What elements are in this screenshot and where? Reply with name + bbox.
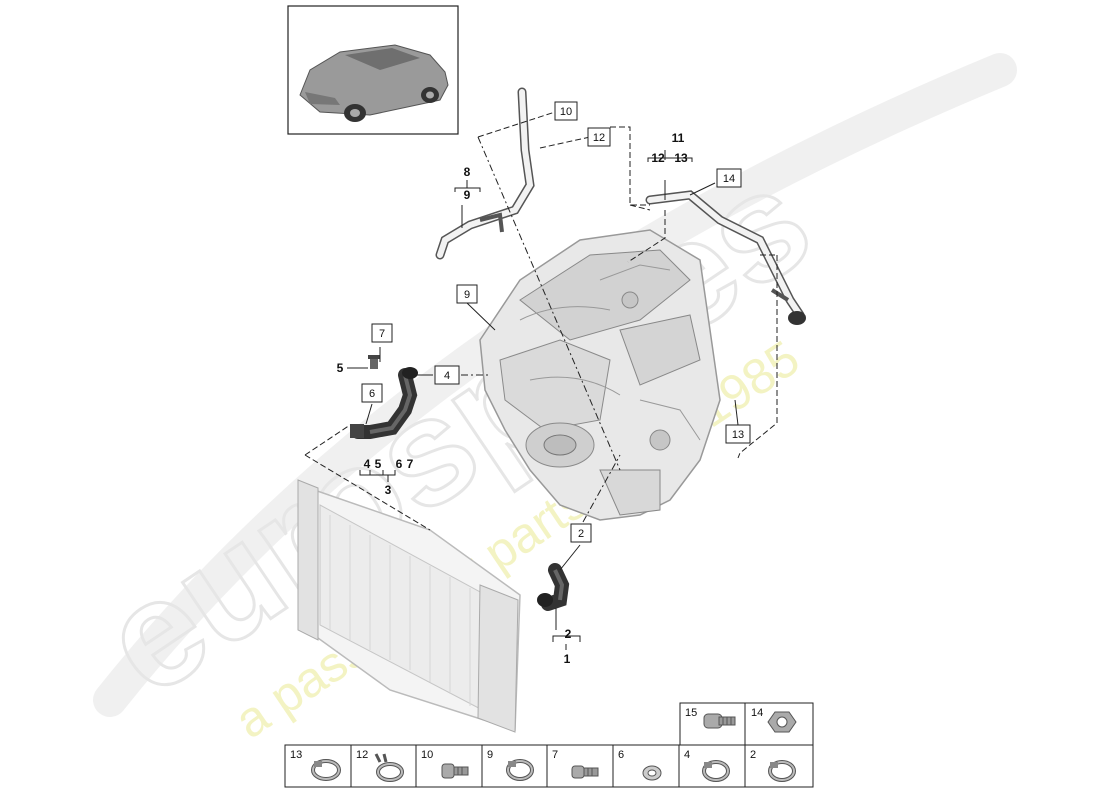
part-number-label: 10 (421, 749, 433, 761)
nut-icon (767, 711, 797, 733)
hose-clamp-icon (768, 760, 796, 782)
callout-7-label: 7 (379, 328, 385, 340)
callout-2-box[interactable]: 2 (570, 523, 592, 543)
parts-table-top-row: 15 14 (679, 702, 814, 746)
callout-12-box-label: 12 (593, 132, 605, 144)
callout-group-6[interactable]: 6 (396, 457, 403, 471)
callout-5[interactable]: 5 (337, 361, 344, 375)
callout-8[interactable]: 8 (464, 165, 471, 179)
part-cell-6[interactable]: 6 (612, 744, 680, 788)
part-cell-13[interactable]: 13 (284, 744, 352, 788)
callout-6-label: 6 (369, 388, 375, 400)
callout-2[interactable]: 2 (565, 627, 572, 641)
part-number-label: 7 (552, 749, 558, 761)
hose-clamp-icon (702, 760, 730, 782)
part-cell-10[interactable]: 10 (415, 744, 483, 788)
callouts: 10 12 14 9 7 6 4 13 (337, 101, 751, 666)
engine-block (479, 229, 721, 521)
part-cell-4[interactable]: 4 (678, 744, 746, 788)
parts-table-bottom-row: 13 12 10 (284, 744, 814, 788)
callout-13[interactable]: 13 (674, 151, 688, 165)
callout-13-box-label: 13 (732, 429, 744, 441)
callout-12-box[interactable]: 12 (587, 127, 611, 147)
part-number-label: 9 (487, 749, 493, 761)
part-number-label: 13 (290, 749, 302, 761)
part-number-label: 12 (356, 749, 368, 761)
part-number-label: 2 (750, 749, 756, 761)
car-icon (299, 44, 449, 122)
bolt-icon (571, 765, 599, 779)
hose-clamp-icon (506, 759, 534, 781)
callout-group-7[interactable]: 7 (407, 457, 414, 471)
callout-2-box-label: 2 (578, 528, 584, 540)
spring-clamp-icon (374, 753, 404, 782)
callout-1[interactable]: 1 (564, 652, 571, 666)
callout-13-box[interactable]: 13 (725, 424, 751, 444)
callout-11[interactable]: 11 (672, 131, 685, 145)
callout-14[interactable]: 14 (716, 168, 742, 188)
parts-table: 15 14 13 (284, 702, 814, 788)
callout-3[interactable]: 3 (385, 483, 392, 497)
part-cell-9[interactable]: 9 (481, 744, 548, 788)
part-number-label: 15 (685, 707, 697, 719)
part-cell-15[interactable]: 15 (679, 702, 746, 746)
washer-icon (642, 765, 662, 781)
callout-4-label: 4 (444, 370, 450, 382)
callout-group-4[interactable]: 4 (364, 457, 371, 471)
part-cell-12[interactable]: 12 (350, 744, 417, 788)
callout-14-label: 14 (723, 173, 735, 185)
callout-6[interactable]: 6 (361, 383, 383, 403)
hose-clamp-icon (311, 759, 341, 781)
callout-10[interactable]: 10 (554, 101, 578, 121)
part-number-label: 6 (618, 749, 624, 761)
callout-12[interactable]: 12 (651, 151, 665, 165)
callout-9-box-label: 9 (464, 289, 470, 301)
callout-10-label: 10 (560, 106, 572, 118)
radiator (297, 479, 521, 733)
bolt-icon (441, 763, 469, 779)
callout-group-5[interactable]: 5 (375, 457, 382, 471)
callout-4[interactable]: 4 (434, 365, 460, 385)
callout-7[interactable]: 7 (371, 323, 393, 343)
screw-icon (703, 713, 736, 729)
part-cell-7[interactable]: 7 (546, 744, 614, 788)
part-cell-14[interactable]: 14 (744, 702, 814, 746)
part-number-label: 4 (684, 749, 690, 761)
callout-9-box[interactable]: 9 (456, 284, 478, 304)
vehicle-thumbnail (287, 5, 459, 135)
callout-9[interactable]: 9 (464, 188, 471, 202)
part-number-label: 14 (751, 707, 763, 719)
part-cell-2[interactable]: 2 (744, 744, 814, 788)
